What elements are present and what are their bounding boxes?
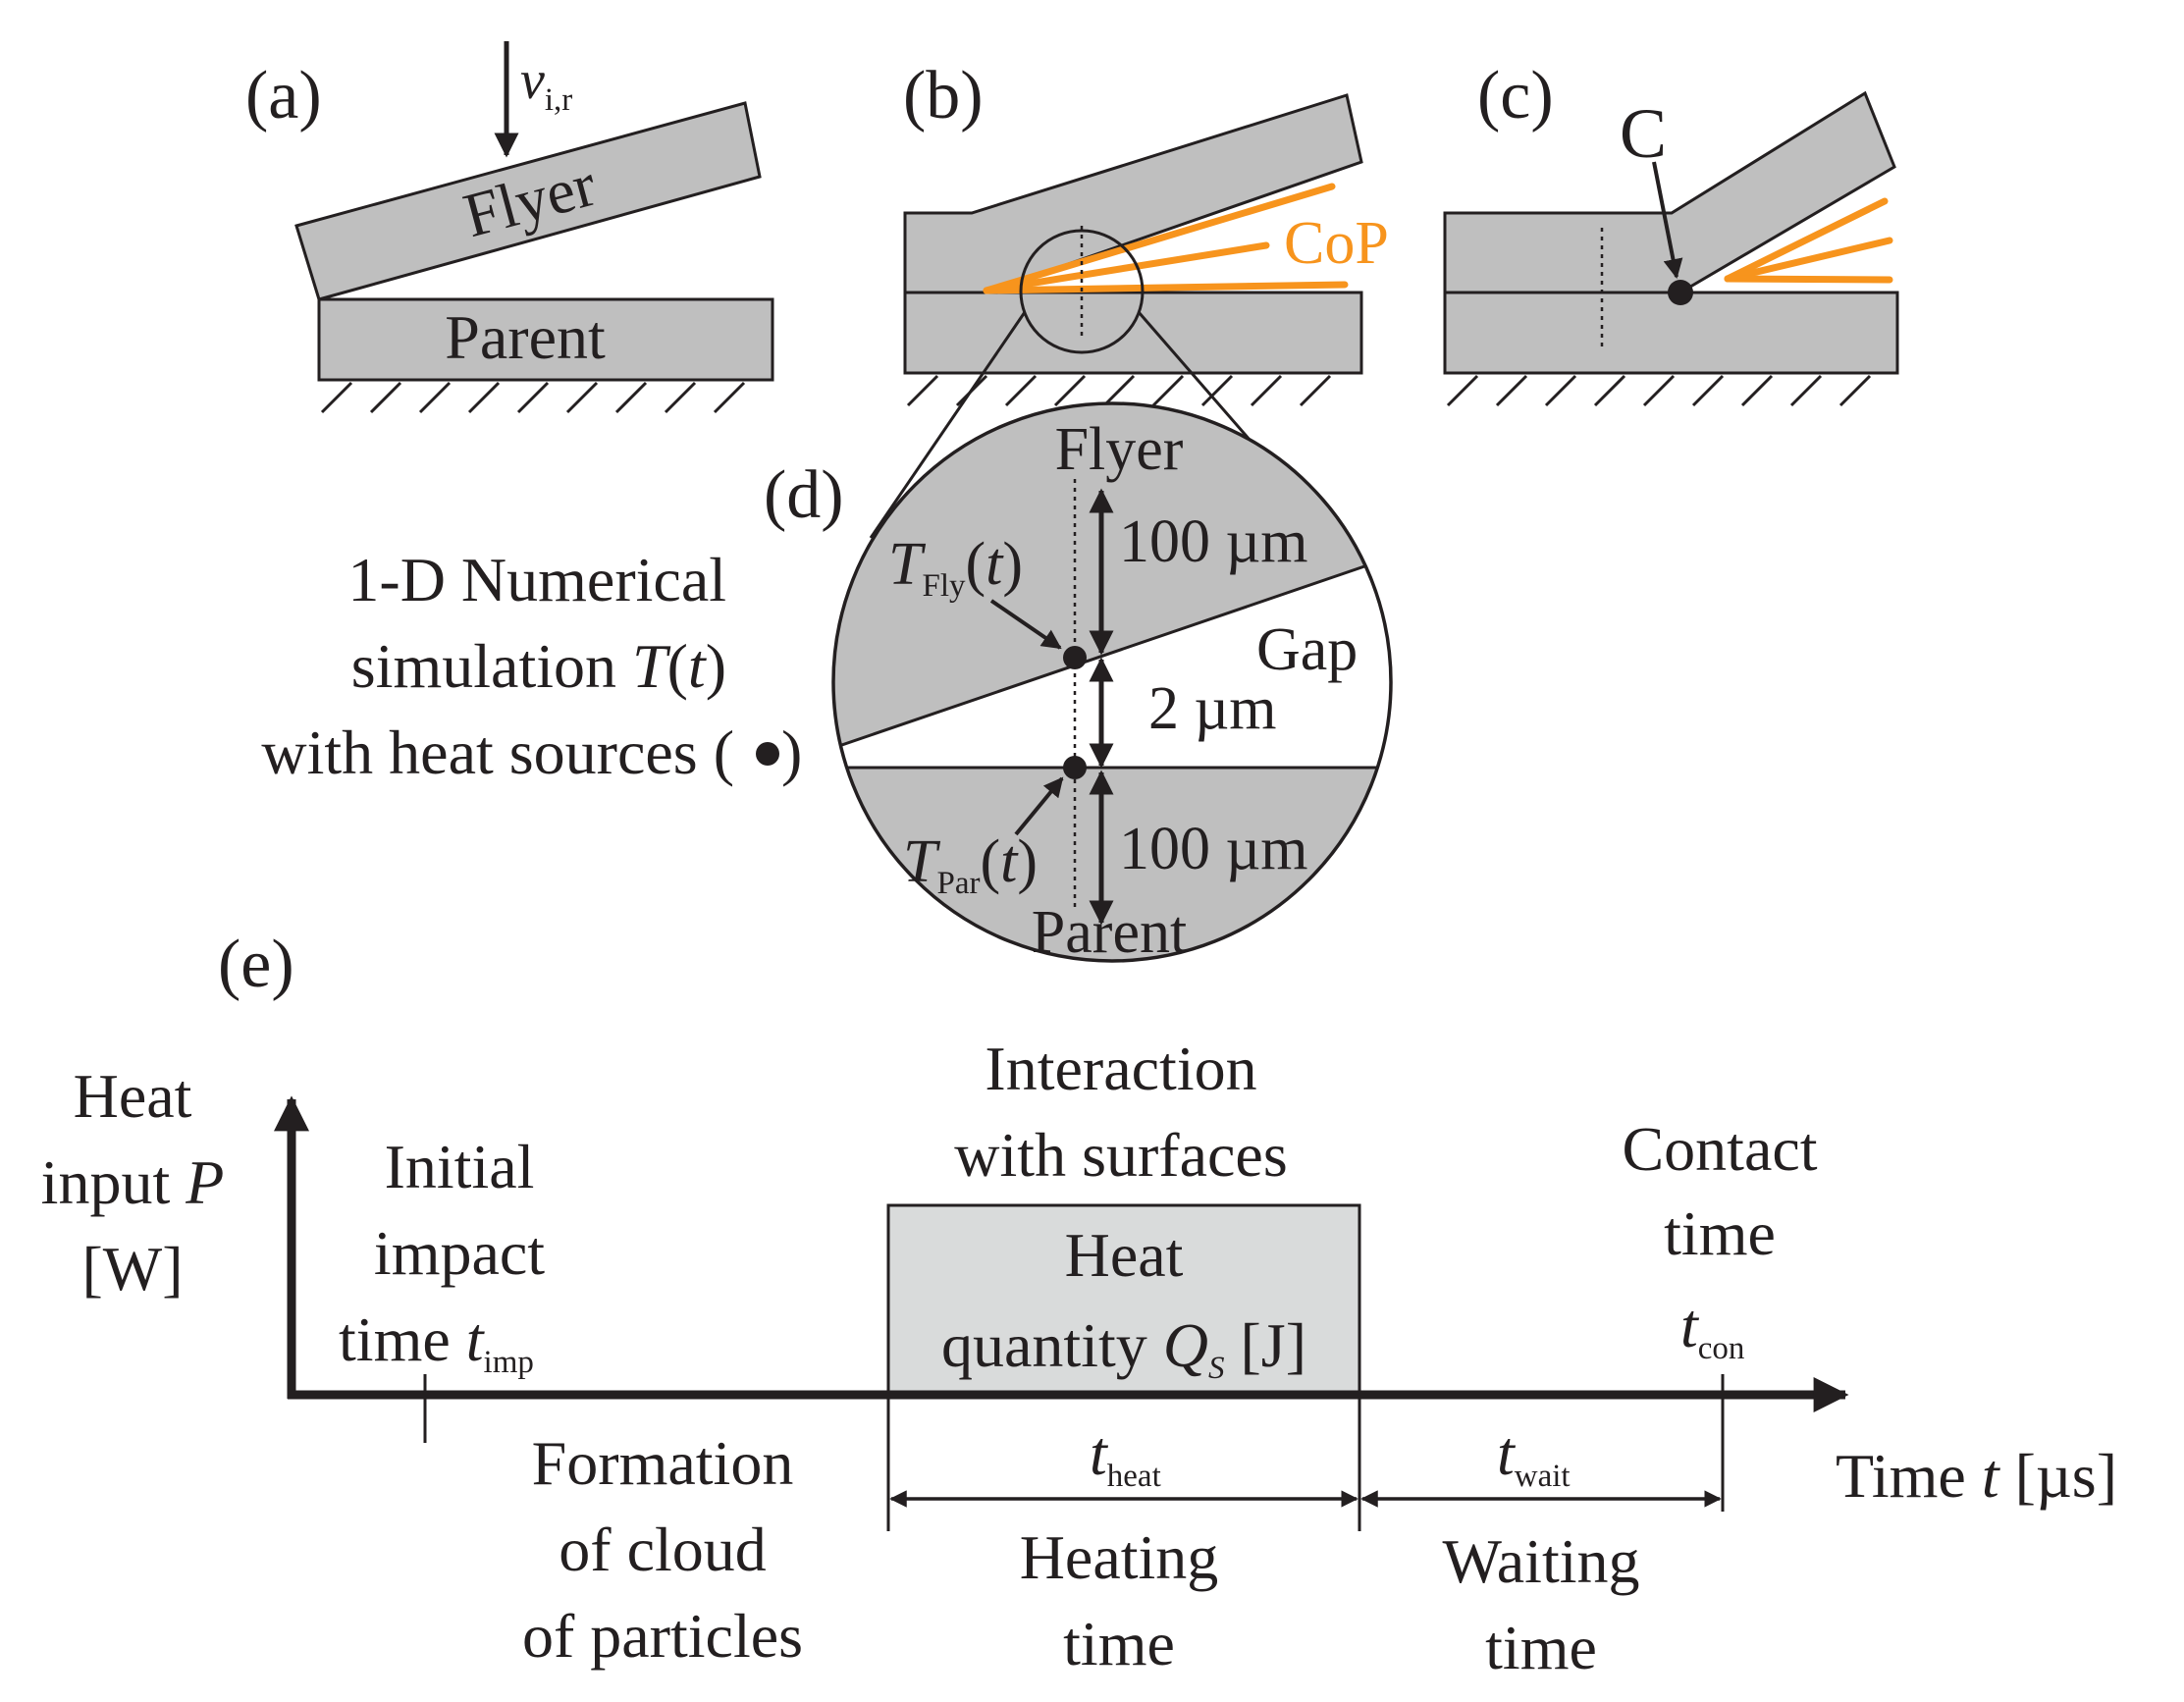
simulation-caption-line3-close: )	[781, 718, 802, 787]
collision-products-jet-c	[1724, 197, 1893, 284]
contact-point-arrow	[1652, 161, 1683, 279]
contact-point-c	[1668, 280, 1693, 305]
flyer-plate-a	[294, 101, 762, 301]
panel-a: (a) vi,r Flyer Parent	[245, 41, 774, 414]
y-axis-label-line2: input P	[41, 1147, 225, 1217]
velocity-label: vi,r	[520, 50, 572, 118]
simulation-caption-line1: 1-D Numerical	[347, 545, 726, 614]
flyer-label-a: Flyer	[456, 149, 603, 251]
initial-impact-line2: impact	[374, 1218, 545, 1288]
ground-hatching-c	[1445, 371, 1897, 407]
contact-label-line1: Contact	[1622, 1114, 1817, 1184]
parent-plate-a	[317, 297, 774, 382]
panel-d-label: (d)	[764, 457, 844, 533]
x-axis-label: Time t [µs]	[1836, 1441, 2117, 1511]
panel-b-label: (b)	[903, 58, 984, 133]
flyer-region-d	[833, 403, 1391, 751]
welded-plate-c	[1443, 90, 1899, 375]
zoom-line-left	[869, 311, 1027, 539]
formation-label-line1: Formation	[532, 1428, 794, 1498]
gap-width-label: 2 µm	[1148, 675, 1276, 742]
collision-products-jet-b	[983, 183, 1349, 294]
t-par-pointer	[1014, 776, 1064, 836]
formation-label-line2: of cloud	[559, 1515, 767, 1584]
panel-c: (c) C	[1443, 58, 1899, 407]
t-wait-label: twait	[1497, 1418, 1571, 1494]
panel-d: (d) 1-D Numerical simulation T(t) with h…	[261, 401, 1393, 966]
panel-e: (e) Heat input P [W] Time t [µs] Heat qu…	[41, 927, 2117, 1682]
panel-b: (b) CoP	[869, 58, 1389, 539]
cop-label: CoP	[1284, 210, 1389, 277]
y-axis-label-line1: Heat	[74, 1061, 192, 1131]
t-par-label: TPar(t)	[903, 828, 1038, 901]
waiting-label-line1: Waiting	[1442, 1526, 1639, 1596]
heating-label-line2: time	[1063, 1609, 1175, 1678]
interaction-label-line2: with surfaces	[954, 1120, 1287, 1190]
t-fly-label: TFly(t)	[888, 531, 1023, 604]
heat-box-line1: Heat	[1065, 1220, 1184, 1290]
t-fly-pointer	[989, 599, 1062, 650]
simulation-caption-line3: with heat sources (	[261, 718, 734, 787]
parent-label-d: Parent	[1032, 899, 1187, 966]
panel-a-label: (a)	[245, 58, 322, 133]
ground-hatching-a	[319, 378, 772, 414]
simulation-caption-line2: simulation T(t)	[351, 631, 726, 701]
heat-box-line2: quantity QS [J]	[941, 1310, 1306, 1386]
interaction-label-line1: Interaction	[985, 1034, 1256, 1103]
t-con-label: tcon	[1680, 1291, 1744, 1366]
parent-thickness-label: 100 µm	[1119, 816, 1307, 882]
formation-label-line3: of particles	[522, 1601, 803, 1671]
heat-source-legend-dot	[756, 742, 779, 766]
zoom-circle-b	[1019, 229, 1145, 354]
heating-label-line1: Heating	[1020, 1522, 1219, 1592]
gap-label: Gap	[1256, 616, 1358, 683]
waiting-label-line2: time	[1485, 1613, 1597, 1682]
t-heat-label: theat	[1090, 1418, 1161, 1494]
initial-impact-line3: time timp	[339, 1304, 534, 1380]
flyer-thickness-label: 100 µm	[1119, 508, 1307, 575]
y-axis-label-line3: [W]	[81, 1234, 183, 1303]
parent-label-a: Parent	[445, 302, 606, 372]
contact-point-label: C	[1620, 94, 1667, 173]
flyer-label-d: Flyer	[1055, 416, 1184, 483]
panel-e-label: (e)	[218, 927, 294, 1002]
parent-plate-b	[903, 291, 1363, 375]
heat-source-parent	[1063, 756, 1087, 779]
contact-label-line2: time	[1664, 1198, 1776, 1268]
magnified-circle-outline	[831, 401, 1393, 963]
heat-pulse-box	[886, 1203, 1361, 1394]
ground-hatching-b	[905, 371, 1361, 407]
heat-source-flyer	[1063, 646, 1087, 669]
panel-c-label: (c)	[1477, 58, 1554, 133]
initial-impact-line1: Initial	[385, 1132, 535, 1201]
